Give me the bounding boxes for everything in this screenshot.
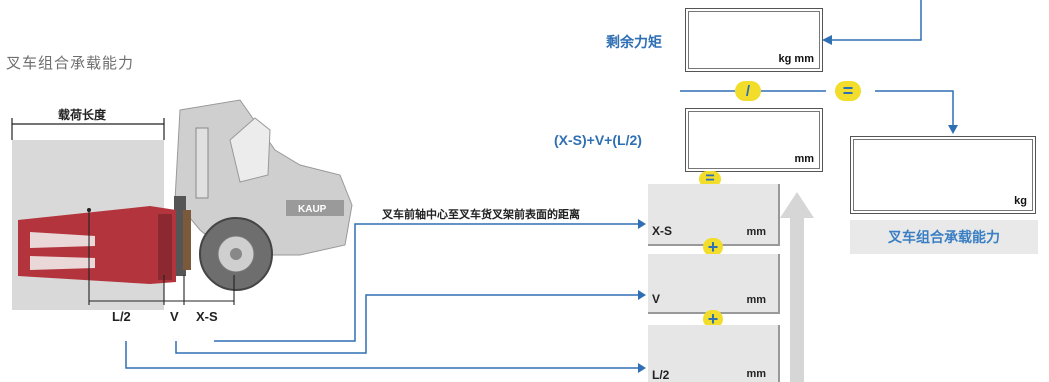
l2-input[interactable]: L/2 mm bbox=[648, 325, 780, 382]
brand-text: KAUP bbox=[298, 204, 327, 215]
load-length-label: 载荷长度 bbox=[58, 108, 107, 122]
residual-moment-field[interactable]: kg mm bbox=[685, 8, 823, 72]
l2-input-label: L/2 bbox=[652, 368, 670, 382]
plus-operator-1: + bbox=[703, 238, 723, 256]
formula-field[interactable]: mm bbox=[685, 108, 823, 172]
residual-moment-unit: kg mm bbox=[778, 53, 814, 65]
formula-unit: mm bbox=[794, 153, 814, 165]
l2-dimension-label: L/2 bbox=[112, 309, 131, 324]
axle-distance-note: 叉车前轴中心至叉车货叉架前表面的距离 bbox=[382, 209, 580, 221]
v-input-label: V bbox=[652, 292, 661, 306]
forklift-body: KAUP bbox=[174, 99, 353, 291]
residual-moment-label: 剩余力矩 bbox=[606, 34, 662, 50]
equals-operator-sum: = bbox=[699, 171, 721, 187]
arrowheads bbox=[638, 35, 958, 373]
result-unit: kg bbox=[1014, 195, 1027, 207]
page-title: 叉车组合承载能力 bbox=[6, 55, 135, 72]
result-field[interactable]: kg bbox=[850, 136, 1036, 214]
result-label: 叉车组合承载能力 bbox=[850, 220, 1038, 254]
xs-input-label: X-S bbox=[652, 224, 673, 238]
v-input[interactable]: V mm bbox=[648, 254, 780, 314]
load-length-bracket bbox=[11, 118, 165, 140]
xs-dimension-label: X-S bbox=[196, 309, 218, 324]
clamp-attachment bbox=[18, 206, 176, 284]
xs-input-unit: mm bbox=[746, 226, 766, 238]
divide-operator: / bbox=[735, 81, 761, 101]
v-dimension-label: V bbox=[170, 309, 179, 324]
sum-up-arrow bbox=[780, 192, 814, 382]
equals-operator-result: = bbox=[835, 81, 861, 101]
plus-operator-2: + bbox=[703, 310, 723, 328]
l2-input-unit: mm bbox=[746, 368, 766, 380]
v-input-unit: mm bbox=[746, 294, 766, 306]
formula-label: (X-S)+V+(L/2) bbox=[554, 132, 642, 148]
dimension-lines bbox=[88, 210, 235, 305]
